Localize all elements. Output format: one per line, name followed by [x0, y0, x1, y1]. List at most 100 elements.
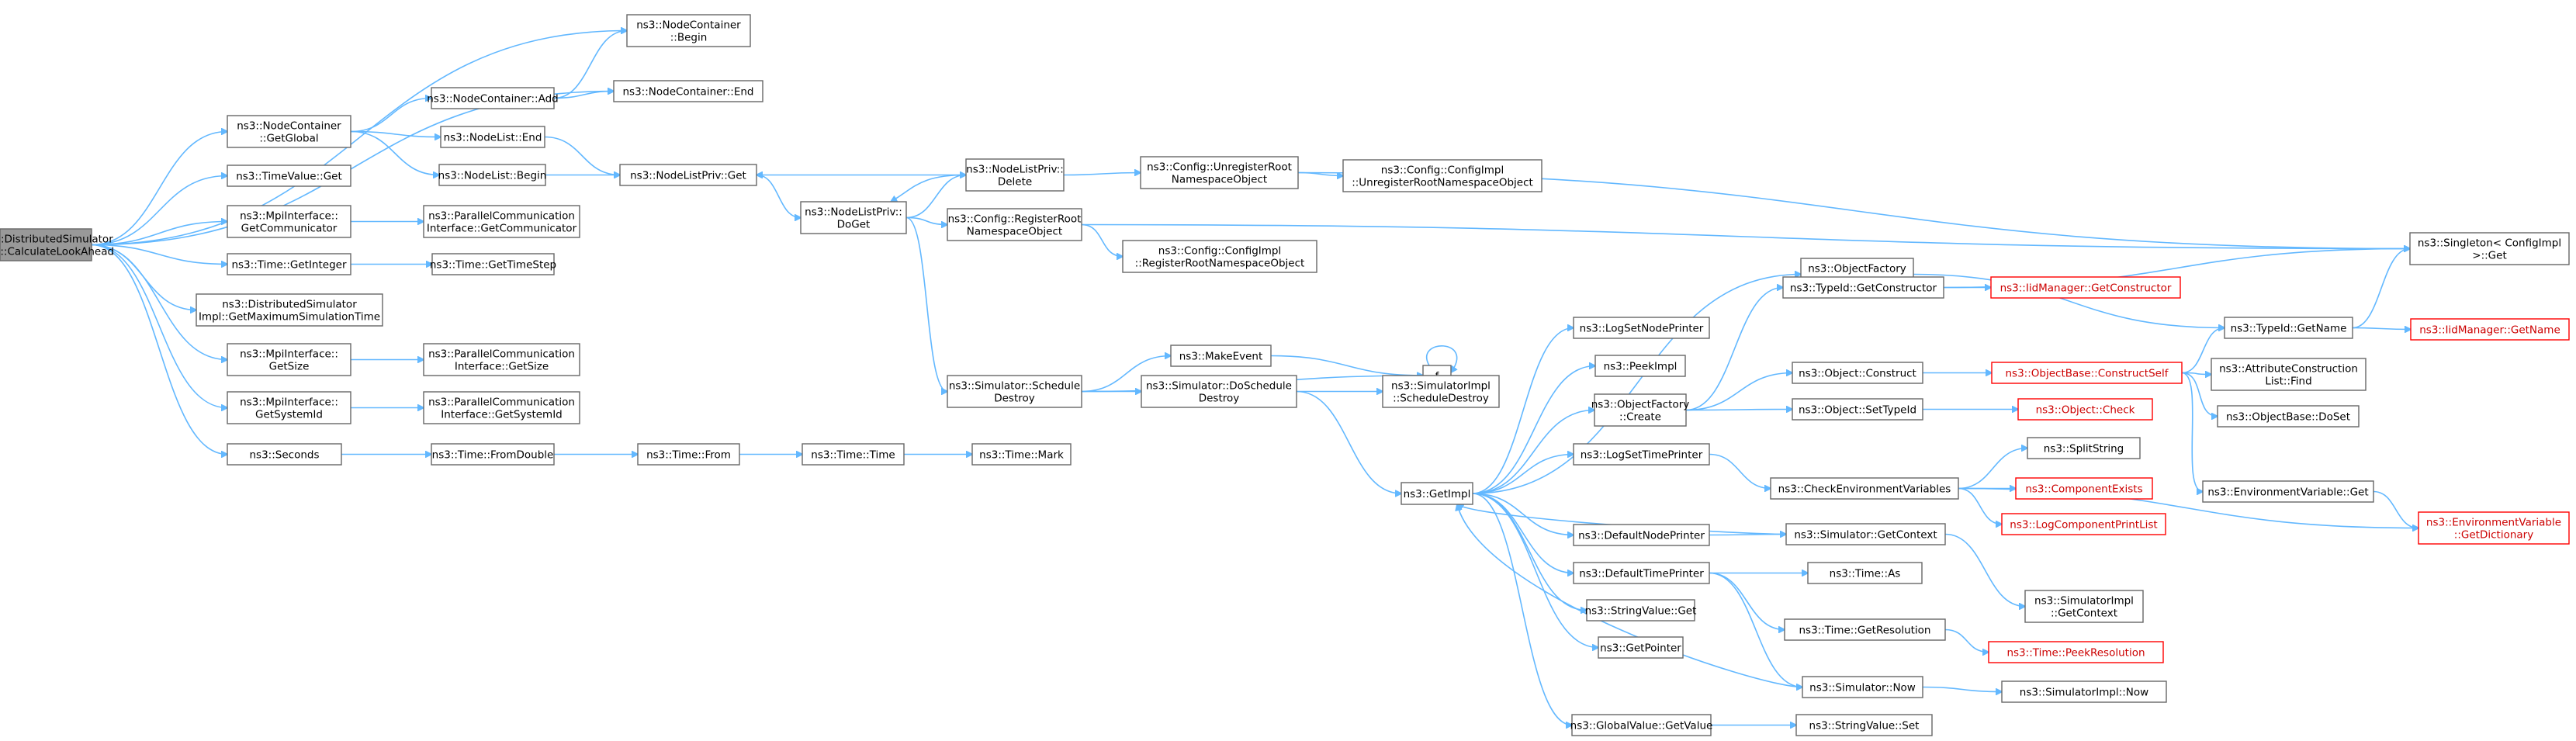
node-logcomponentprintlist[interactable]: ns3::LogComponentPrintList	[2001, 513, 2166, 535]
node-typeid-getname[interactable]: ns3::TypeId::GetName	[2224, 317, 2353, 339]
node-componentexists[interactable]: ns3::ComponentExists	[2015, 477, 2153, 500]
node-box	[1170, 345, 1272, 367]
edge-getimpl-to-objfactory_create	[1472, 410, 1594, 494]
node-globalvalue-getvalue[interactable]: ns3::GlobalValue::GetValue	[1570, 714, 1713, 736]
node-pci-getsize[interactable]: ns3::ParallelCommunicationInterface::Get…	[423, 343, 580, 376]
node-nlp-get[interactable]: ns3::NodeListPriv::Get	[619, 164, 757, 186]
node-box	[1141, 375, 1297, 408]
node-time-as[interactable]: ns3::Time::As	[1807, 562, 1923, 584]
node-nc-end[interactable]: ns3::NodeContainer::End	[613, 80, 763, 102]
node-sim-now[interactable]: ns3::Simulator::Now	[1802, 676, 1923, 698]
node-nc-begin[interactable]: ns3::NodeContainer::Begin	[626, 14, 751, 47]
node-pci-getsysid[interactable]: ns3::ParallelCommunicationInterface::Get…	[423, 391, 580, 424]
node-label: ns3::Time::As	[1830, 568, 1901, 580]
node-cfgimpl-unregister[interactable]: ns3::Config::ConfigImpl::UnregisterRootN…	[1342, 159, 1542, 192]
node-nc-getglobal[interactable]: ns3::NodeContainer::GetGlobal	[227, 115, 351, 148]
node-time-from[interactable]: ns3::Time::From	[637, 443, 740, 466]
node-label: ns3::Simulator::DoSchedule	[1146, 380, 1292, 393]
node-box	[1594, 393, 1687, 427]
node-logsetnodeprinter[interactable]: ns3::LogSetNodePrinter	[1573, 317, 1710, 339]
node-sim-getcontext[interactable]: ns3::Simulator::GetContext	[1785, 523, 1946, 545]
node-nl-end[interactable]: ns3::NodeList::End	[440, 126, 545, 148]
node-label: NamespaceObject	[1172, 174, 1267, 186]
node-label: ns3::NodeContainer	[237, 120, 341, 133]
edge-defaulttimeprinter-to-sim_now	[1709, 572, 1802, 687]
node-splitstring[interactable]: ns3::SplitString	[2027, 437, 2141, 459]
node-root[interactable]: ns3::DistributedSimulatorImpl::Calculate…	[0, 228, 114, 261]
node-iidmanager-getconstructor[interactable]: ns3::IidManager::GetConstructor	[1990, 276, 2181, 299]
node-label: ::Create	[1619, 411, 1661, 424]
node-time-mark[interactable]: ns3::Time::Mark	[971, 443, 1072, 466]
node-box	[800, 201, 907, 234]
node-box	[1988, 641, 2164, 663]
node-simimpl-getcontext[interactable]: ns3::SimulatorImpl::GetContext	[2024, 590, 2144, 623]
node-box	[626, 14, 751, 47]
edge-objfactory_settypeid-to-typeid_getname	[1913, 273, 2225, 328]
node-nlp-doget[interactable]: ns3::NodeListPriv::DoGet	[800, 201, 907, 234]
node-cfgimpl-register[interactable]: ns3::Config::ConfigImpl::RegisterRootNam…	[1122, 240, 1317, 273]
node-label: ns3::StringValue::Set	[1809, 720, 1920, 732]
node-mpi-getsize[interactable]: ns3::MpiInterface::GetSize	[227, 343, 351, 376]
edge-objfactory_create-to-typeid_getconstructor	[1685, 288, 1783, 411]
node-simimpl-now[interactable]: ns3::SimulatorImpl::Now	[2001, 680, 2167, 703]
node-box	[2410, 318, 2570, 341]
node-label: Impl::CalculateLookAhead	[0, 246, 114, 258]
node-object-settypeid[interactable]: ns3::Object::SetTypeId	[1792, 398, 1923, 421]
edge-nc_getglobal-to-nl_end	[350, 130, 441, 137]
node-defaulttimeprinter[interactable]: ns3::DefaultTimePrinter	[1573, 562, 1710, 584]
node-getpointer[interactable]: ns3::GetPointer	[1598, 636, 1684, 659]
node-box	[1382, 375, 1500, 408]
node-dsi-getmax[interactable]: ns3::DistributedSimulatorImpl::GetMaximu…	[196, 293, 383, 327]
node-nc-add[interactable]: ns3::NodeContainer::Add	[427, 87, 559, 109]
edge-nlp_doget-to-cfg_register	[905, 216, 947, 225]
node-time-fromdouble[interactable]: ns3::Time::FromDouble	[431, 443, 555, 466]
node-simimpl-scheduledestroy[interactable]: ns3::SimulatorImpl::ScheduleDestroy	[1382, 375, 1500, 408]
node-logsettimeprinter[interactable]: ns3::LogSetTimePrinter	[1573, 443, 1710, 466]
node-iidmanager-getname[interactable]: ns3::IidManager::GetName	[2410, 318, 2570, 341]
node-cfg-register[interactable]: ns3::Config::RegisterRootNamespaceObject	[947, 208, 1082, 241]
node-box	[1573, 562, 1710, 584]
node-defaultnodeprinter[interactable]: ns3::DefaultNodePrinter	[1573, 524, 1710, 546]
node-makeevent[interactable]: ns3::MakeEvent	[1170, 345, 1272, 367]
node-nlp-delete[interactable]: ns3::NodeListPriv::Delete	[965, 158, 1065, 192]
node-time-peekresolution[interactable]: ns3::Time::PeekResolution	[1988, 641, 2164, 663]
node-mpi-getcomm[interactable]: ns3::MpiInterface::GetCommunicator	[227, 205, 351, 238]
node-object-check[interactable]: ns3::Object::Check	[2017, 398, 2153, 421]
node-objectbase-doset[interactable]: ns3::ObjectBase::DoSet	[2217, 405, 2360, 428]
node-objectbase-constructself[interactable]: ns3::ObjectBase::ConstructSelf	[1991, 362, 2183, 384]
node-pci-getcomm[interactable]: ns3::ParallelCommunicationInterface::Get…	[423, 205, 580, 238]
edge-cfg_register-to-cfgimpl_register	[1081, 223, 1123, 257]
node-time-getresolution[interactable]: ns3::Time::GetResolution	[1784, 618, 1946, 641]
node-object-construct[interactable]: ns3::Object::Construct	[1792, 362, 1923, 384]
node-objfactory-create[interactable]: ns3::ObjectFactory::Create	[1591, 393, 1690, 427]
node-box	[1598, 636, 1684, 659]
node-sim-schedule-destroy[interactable]: ns3::Simulator::ScheduleDestroy	[947, 375, 1082, 408]
node-checkenvvars[interactable]: ns3::CheckEnvironmentVariables	[1770, 477, 1959, 500]
node-box	[1573, 443, 1710, 466]
node-time-getinteger[interactable]: ns3::Time::GetInteger	[227, 253, 351, 275]
node-mpi-getsysid[interactable]: ns3::MpiInterface::GetSystemId	[227, 391, 351, 424]
node-cfg-unregister[interactable]: ns3::Config::UnregisterRootNamespaceObje…	[1140, 156, 1299, 189]
node-label: ns3::LogSetNodePrinter	[1580, 323, 1704, 335]
node-singleton-get[interactable]: ns3::Singleton< ConfigImpl >::Get	[2409, 232, 2570, 265]
node-peekimpl[interactable]: ns3::PeekImpl	[1594, 355, 1686, 377]
node-envvar-get[interactable]: ns3::EnvironmentVariable::Get	[2202, 480, 2374, 503]
node-envvar-getdictionary[interactable]: ns3::EnvironmentVariable::GetDictionary	[2418, 511, 2570, 545]
node-box	[2017, 398, 2153, 421]
node-stringvalue-get[interactable]: ns3::StringValue::Get	[1585, 599, 1697, 622]
edge-root-to-nc_begin	[91, 31, 627, 246]
node-label: ns3::NodeList::Begin	[438, 170, 547, 182]
node-stringvalue-set[interactable]: ns3::StringValue::Set	[1795, 714, 1933, 736]
node-label: ns3::PeekImpl	[1604, 361, 1678, 373]
node-getimpl[interactable]: ns3::GetImpl	[1401, 482, 1473, 505]
node-timevalue-get[interactable]: ns3::TimeValue::Get	[227, 164, 351, 187]
node-nl-begin[interactable]: ns3::NodeList::Begin	[438, 164, 547, 186]
node-time-time[interactable]: ns3::Time::Time	[802, 443, 905, 466]
edge-getimpl-to-getpointer	[1472, 493, 1598, 648]
node-time-gettimestep[interactable]: ns3::Time::GetTimeStep	[430, 253, 556, 275]
node-typeid-getconstructor[interactable]: ns3::TypeId::GetConstructor	[1782, 276, 1944, 299]
node-seconds[interactable]: ns3::Seconds	[227, 443, 342, 466]
